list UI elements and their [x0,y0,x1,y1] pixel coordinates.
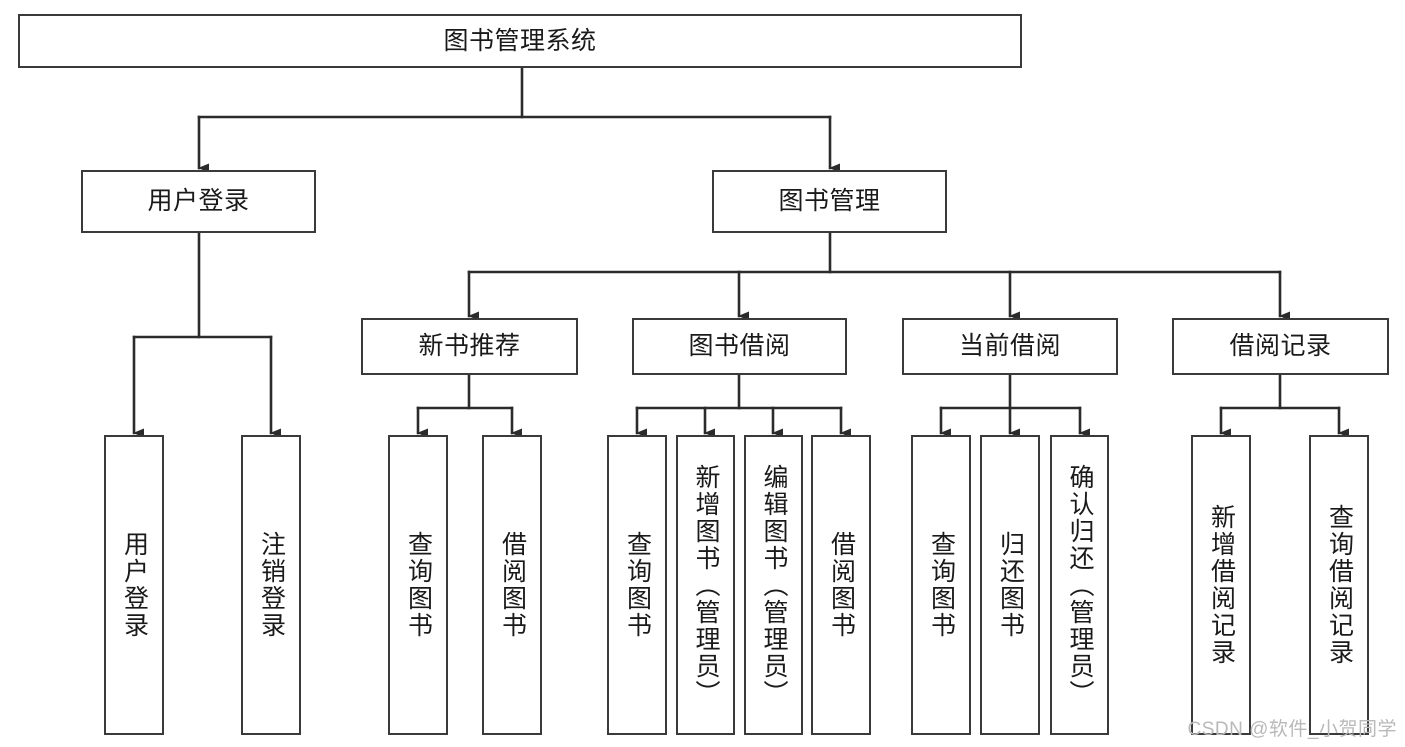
watermark-text: CSDN @软件_小贺同学 [1187,719,1397,740]
node-label: 图书管理系统 [443,26,597,55]
node-borrow-record[interactable]: 借阅记录 [1172,318,1389,375]
node-label: 用户登录 [147,187,250,215]
node-label: 新增借阅记录 [1207,504,1236,666]
node-label: 借阅图书 [827,531,856,639]
node-label: 借阅图书 [498,531,527,639]
node-label: 图书借阅 [688,332,791,360]
node-leaf-query-book-1[interactable]: 查询图书 [388,435,448,735]
node-label: 新书推荐 [418,332,521,360]
node-new-book-recommend[interactable]: 新书推荐 [361,318,578,375]
node-leaf-add-record[interactable]: 新增借阅记录 [1191,435,1251,735]
node-book-management[interactable]: 图书管理 [712,170,947,233]
node-leaf-add-book[interactable]: 新增图书（管理员） [676,435,735,735]
node-leaf-return-book[interactable]: 归还图书 [980,435,1040,735]
node-book-borrow[interactable]: 图书借阅 [632,318,847,375]
node-label: 借阅记录 [1229,332,1332,360]
node-current-borrow[interactable]: 当前借阅 [902,318,1118,375]
node-label: 用户登录 [120,531,149,639]
node-leaf-confirm-return[interactable]: 确认归还（管理员） [1050,435,1109,735]
node-leaf-edit-book[interactable]: 编辑图书（管理员） [744,435,803,735]
node-label: 图书管理 [778,187,881,215]
node-leaf-query-record[interactable]: 查询借阅记录 [1309,435,1369,735]
node-label: 归还图书 [996,531,1025,639]
node-label: 新增图书（管理员） [692,463,720,707]
node-leaf-query-book-3[interactable]: 查询图书 [911,435,971,735]
node-leaf-user-login[interactable]: 用户登录 [104,435,164,735]
node-leaf-borrow-book-2[interactable]: 借阅图书 [811,435,871,735]
node-leaf-query-book-2[interactable]: 查询图书 [607,435,667,735]
node-user-login[interactable]: 用户登录 [81,170,316,233]
node-label: 编辑图书（管理员） [760,463,788,707]
node-label: 确认归还（管理员） [1066,463,1094,707]
node-label: 查询图书 [927,531,956,639]
node-label: 查询图书 [404,531,433,639]
node-root-system[interactable]: 图书管理系统 [18,14,1022,68]
node-label: 查询借阅记录 [1325,504,1354,666]
node-label: 查询图书 [623,531,652,639]
node-label: 当前借阅 [958,332,1061,360]
node-leaf-borrow-book-1[interactable]: 借阅图书 [482,435,542,735]
node-label: 注销登录 [257,531,286,639]
node-leaf-logout-login[interactable]: 注销登录 [241,435,301,735]
